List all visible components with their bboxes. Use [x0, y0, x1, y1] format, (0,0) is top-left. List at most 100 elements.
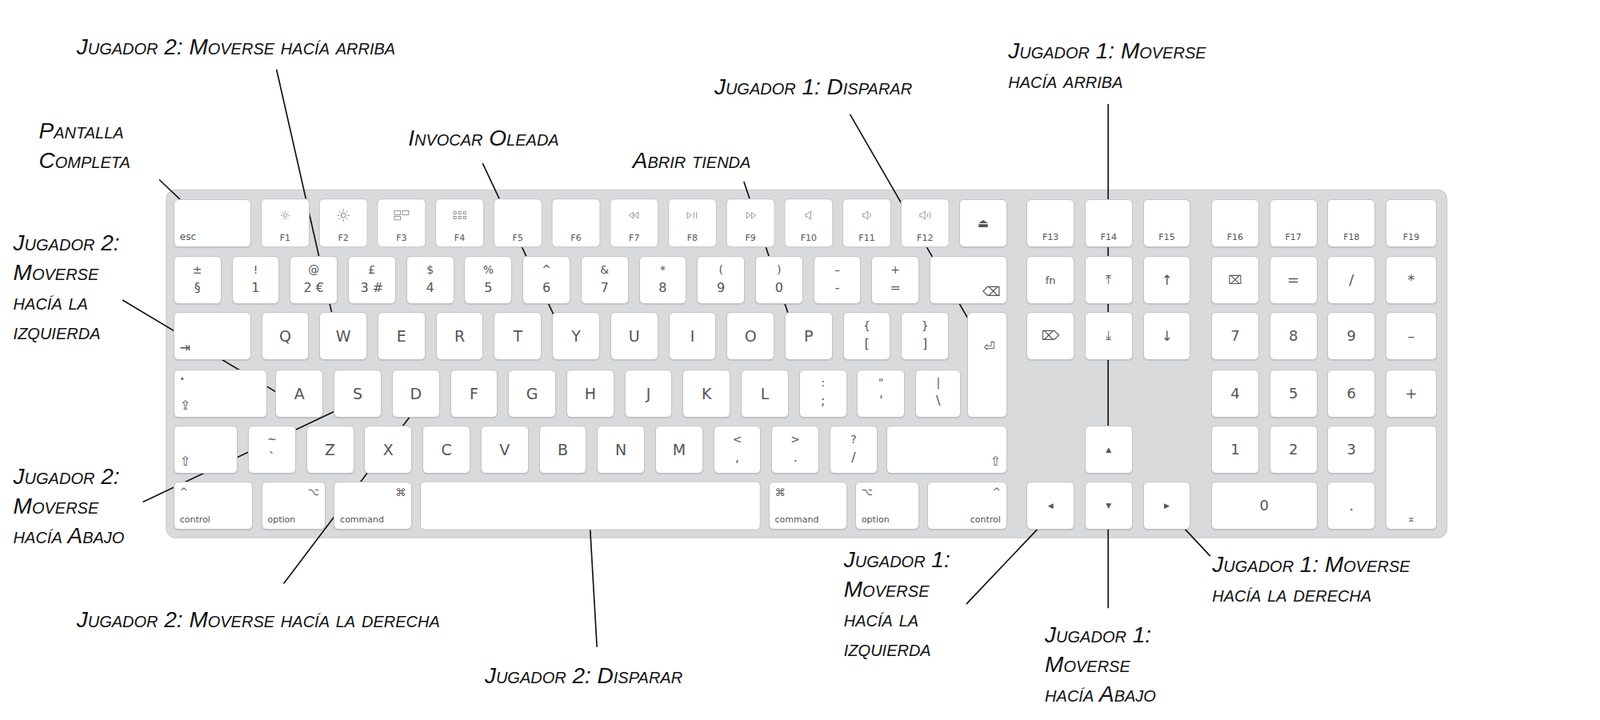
key-legend: F18 [1343, 232, 1360, 242]
key: M [655, 425, 704, 474]
key: *8 [639, 256, 688, 304]
key: G [508, 369, 556, 418]
key: –- [813, 256, 862, 304]
key-legend: F11 [858, 233, 875, 243]
mission-control-icon [394, 210, 409, 220]
key-legend: 2 [1288, 442, 1298, 457]
key-legend: 2 € [303, 281, 324, 295]
key: ⏎ [967, 312, 1008, 417]
key-face [668, 199, 716, 248]
key: 8 [1269, 312, 1318, 360]
callout-label: Jugador 1: Moverse hacía la derecha [1212, 549, 1419, 609]
key-legend: T [512, 328, 523, 344]
key-legend: O [744, 328, 757, 344]
key-legend: esc [180, 232, 196, 242]
keyboard-body [166, 189, 1448, 538]
key-legend: ! [253, 264, 259, 276]
key: @2 € [289, 256, 338, 304]
key: :; [799, 369, 848, 418]
key: ⌥option [855, 481, 920, 530]
callout-label: Abrir tienda [632, 145, 752, 176]
key-legend: ⇥ [180, 341, 191, 355]
key-legend: . [1348, 498, 1354, 513]
key: F18 [1327, 199, 1376, 248]
key-legend: F1 [280, 233, 291, 243]
icon-part [463, 212, 466, 215]
volume-down-icon [862, 211, 871, 220]
key-legend: command [775, 515, 820, 524]
key-legend: ⌅ [1407, 513, 1416, 524]
key-legend: - [835, 281, 840, 295]
key: ⤓ [1084, 312, 1133, 360]
space-bar [420, 481, 761, 530]
key: F [450, 369, 499, 418]
key: •⇪ [173, 369, 268, 418]
key-legend: – [1407, 328, 1415, 344]
callout-label: Jugador 2: Moverse hacía la derecha [76, 604, 440, 635]
key: H [566, 369, 615, 418]
key: F16 [1211, 199, 1260, 248]
key: / [1327, 256, 1376, 304]
key: * [1385, 256, 1437, 304]
key-legend: ^ [180, 487, 188, 497]
key: ⇧ [886, 425, 1008, 474]
key-legend: ⇪ [180, 399, 191, 412]
key: N [596, 425, 645, 474]
callout-label: Pantalla Completa [39, 116, 174, 176]
key-legend: " [878, 376, 884, 388]
key-legend: H [584, 385, 596, 401]
key-legend: I [690, 328, 696, 344]
key-legend: @ [308, 264, 320, 276]
key-legend: F7 [628, 233, 640, 243]
key-legend: F14 [1100, 232, 1117, 242]
key-legend: \ [936, 394, 940, 408]
forward-icon [746, 212, 756, 219]
key-legend: F12 [916, 233, 933, 243]
key-legend: ⏏ [977, 216, 989, 229]
icon-part [394, 216, 401, 220]
callout-label: Jugador 2: Moverse hacía Abajo [13, 461, 148, 551]
key-legend: = [1287, 272, 1300, 288]
key-legend: R [454, 328, 465, 344]
key-legend: 8 [658, 281, 667, 295]
key-legend: command [340, 515, 384, 524]
key-legend: ^ [992, 487, 1001, 497]
key: fn [1026, 256, 1075, 304]
key: 7 [1211, 312, 1260, 360]
key: <, [713, 425, 762, 474]
leader-lines [122, 69, 1211, 648]
key: Q [261, 312, 310, 360]
key: ▼ [1084, 481, 1133, 530]
key-legend: A [294, 385, 305, 401]
key: ^control [927, 481, 1008, 530]
key: $4 [406, 256, 455, 304]
key-legend: 1 [1230, 442, 1240, 457]
icon-part [402, 210, 409, 215]
callout-label: Jugador 1: Disparar [714, 72, 912, 102]
key-legend: { [863, 320, 871, 332]
key-legend: Y [571, 328, 581, 344]
key: B [539, 425, 588, 474]
key-legend: $ [426, 264, 434, 276]
key-legend: / [851, 451, 856, 464]
icon-part [458, 212, 461, 215]
key: F8 [668, 199, 717, 248]
key: Y [552, 312, 600, 360]
key: 5 [1269, 369, 1318, 418]
key-legend: [ [864, 337, 869, 351]
key-face [726, 199, 775, 248]
key-legend: ⌧ [1228, 274, 1242, 287]
key-legend: ↓ [1160, 329, 1172, 344]
key: K [682, 369, 731, 418]
key: U [610, 312, 659, 360]
key-legend: % [483, 264, 494, 276]
key: S [333, 369, 382, 418]
key-legend: • [180, 375, 185, 384]
brightness-icon [337, 209, 350, 222]
key-legend: 6 [1347, 386, 1356, 401]
illustration-group [122, 69, 1448, 648]
key-legend: > [790, 433, 800, 445]
key-legend: £ [368, 264, 376, 276]
key-legend: G [526, 385, 539, 401]
icon-part [337, 209, 350, 222]
